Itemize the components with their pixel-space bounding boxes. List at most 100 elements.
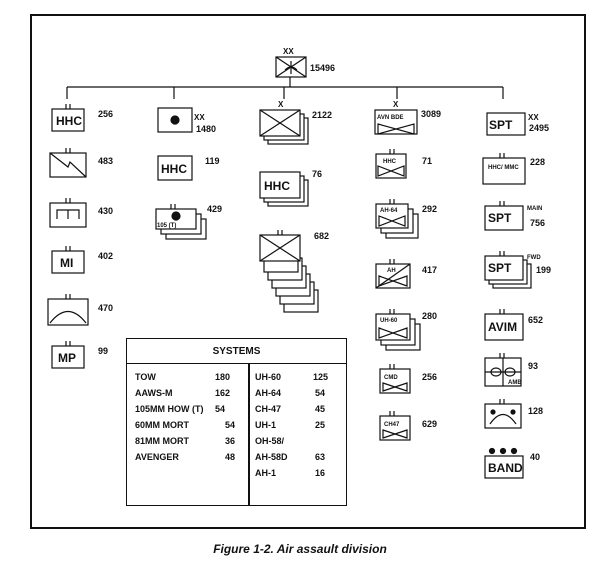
artillery-strength: 1480 bbox=[196, 124, 216, 134]
cmd-symbol bbox=[379, 364, 411, 394]
arty-bn-strength: 429 bbox=[207, 204, 222, 214]
system-name: TOW bbox=[135, 372, 156, 382]
spt-fwd-strength: 199 bbox=[536, 265, 551, 275]
arty-bn-label: 105 (T) bbox=[157, 223, 176, 229]
system-name: 105MM HOW (T) bbox=[135, 404, 204, 414]
aviation-brigade-strength: 3089 bbox=[421, 109, 441, 119]
spt-fwd-tag: FWD bbox=[527, 255, 541, 261]
hhc-mmc-symbol bbox=[482, 153, 526, 185]
mi-symbol bbox=[51, 246, 85, 274]
system-count: 25 bbox=[315, 420, 326, 430]
band-strength: 40 bbox=[530, 452, 540, 462]
ah64-strength: 292 bbox=[422, 204, 437, 214]
system-name: UH-60 bbox=[255, 372, 282, 382]
system-name: AVENGER bbox=[135, 452, 179, 462]
mi-label: MI bbox=[60, 256, 73, 270]
division-echelon: XX bbox=[283, 47, 294, 56]
system-name: UH-1 bbox=[255, 420, 277, 430]
support-command-symbol bbox=[486, 112, 526, 136]
avn-hhc-label: HHC bbox=[383, 159, 397, 165]
cavalry-symbol bbox=[375, 259, 411, 289]
aviation-brigade-echelon: X bbox=[393, 100, 399, 109]
support-command-strength: 2495 bbox=[529, 123, 549, 133]
systems-divider bbox=[248, 364, 250, 505]
hhc-symbol bbox=[51, 104, 85, 132]
mp-label: MP bbox=[58, 351, 76, 365]
ah64-label: AH-64 bbox=[380, 208, 398, 214]
bde-hhc-label: HHC bbox=[264, 179, 290, 193]
system-count: 180 bbox=[215, 372, 231, 382]
system-name: 60MM MORT bbox=[135, 420, 189, 430]
spt-main-symbol bbox=[484, 201, 524, 231]
air-defense-strength: 470 bbox=[98, 303, 113, 313]
artillery-symbol bbox=[157, 107, 193, 133]
air-defense-symbol bbox=[47, 294, 89, 326]
medical-strength: 93 bbox=[528, 361, 538, 371]
system-count: 36 bbox=[225, 436, 236, 446]
spt-main-label: SPT bbox=[488, 211, 512, 225]
ch47-strength: 629 bbox=[422, 419, 437, 429]
division-symbol bbox=[275, 56, 307, 78]
system-count: 45 bbox=[315, 404, 326, 414]
hhc-strength: 256 bbox=[98, 109, 113, 119]
arty-bn-symbol bbox=[155, 204, 207, 240]
system-count: 162 bbox=[215, 388, 231, 398]
system-name: AH-58D bbox=[255, 452, 288, 462]
cmd-strength: 256 bbox=[422, 372, 437, 382]
quartermaster-strength: 128 bbox=[528, 406, 543, 416]
systems-left-column: TOW 180 AAWS-M 162 105MM HOW (T)54 60MM MO… bbox=[135, 369, 247, 465]
system-count: 16 bbox=[315, 468, 326, 478]
system-count: 48 bbox=[225, 452, 236, 462]
system-name: AAWS-M bbox=[135, 388, 173, 398]
quartermaster-symbol bbox=[484, 399, 522, 429]
bde-hhc-strength: 76 bbox=[312, 169, 322, 179]
avn-hhc-symbol bbox=[375, 149, 407, 179]
brigade-symbol bbox=[259, 109, 309, 145]
systems-row: OH-58/ bbox=[255, 433, 345, 449]
signal-strength: 483 bbox=[98, 156, 113, 166]
arty-hhc-symbol bbox=[157, 155, 193, 181]
arty-hhc-strength: 119 bbox=[205, 156, 220, 166]
brigade-strength: 2122 bbox=[312, 110, 332, 120]
systems-row: AAWS-M 162 bbox=[135, 385, 247, 401]
avim-label: AVIM bbox=[488, 320, 517, 334]
system-name: OH-58/ bbox=[255, 436, 285, 446]
systems-row: AH-1 16 bbox=[255, 465, 345, 481]
system-name: AH-64 bbox=[255, 388, 282, 398]
ch47-label: CH47 bbox=[384, 422, 400, 428]
uh60-symbol bbox=[375, 309, 421, 351]
systems-row: AVENGER 48 bbox=[135, 449, 247, 465]
mp-strength: 99 bbox=[98, 346, 108, 356]
system-name: AH-1 bbox=[255, 468, 277, 478]
system-name: 81MM MORT bbox=[135, 436, 189, 446]
bde-hhc-symbol bbox=[259, 171, 309, 207]
systems-row: TOW 180 bbox=[135, 369, 247, 385]
aviation-brigade-label: AVN BDE bbox=[377, 115, 404, 121]
hhc-label: HHC bbox=[56, 114, 82, 128]
system-count: 54 bbox=[315, 388, 326, 398]
systems-row: UH-1 25 bbox=[255, 417, 345, 433]
brigade-echelon: X bbox=[278, 100, 284, 109]
medical-symbol bbox=[484, 353, 522, 387]
systems-row: 105MM HOW (T)54 bbox=[135, 401, 247, 417]
signal-symbol bbox=[49, 148, 87, 178]
spt-main-strength: 756 bbox=[530, 218, 545, 228]
cmd-label: CMD bbox=[384, 375, 398, 381]
system-count: 125 bbox=[313, 372, 329, 382]
spt-main-tag: MAIN bbox=[527, 206, 542, 212]
engineer-symbol bbox=[49, 198, 87, 228]
division-strength: 15496 bbox=[310, 63, 335, 73]
figure-frame bbox=[30, 14, 586, 529]
systems-title: SYSTEMS bbox=[127, 339, 346, 364]
systems-row: UH-60 125 bbox=[255, 369, 345, 385]
support-command-echelon: XX bbox=[528, 113, 539, 122]
systems-row: 81MM MORT 36 bbox=[135, 433, 247, 449]
spt-fwd-label: SPT bbox=[488, 261, 512, 275]
avim-symbol bbox=[484, 309, 524, 341]
avim-strength: 652 bbox=[528, 315, 543, 325]
